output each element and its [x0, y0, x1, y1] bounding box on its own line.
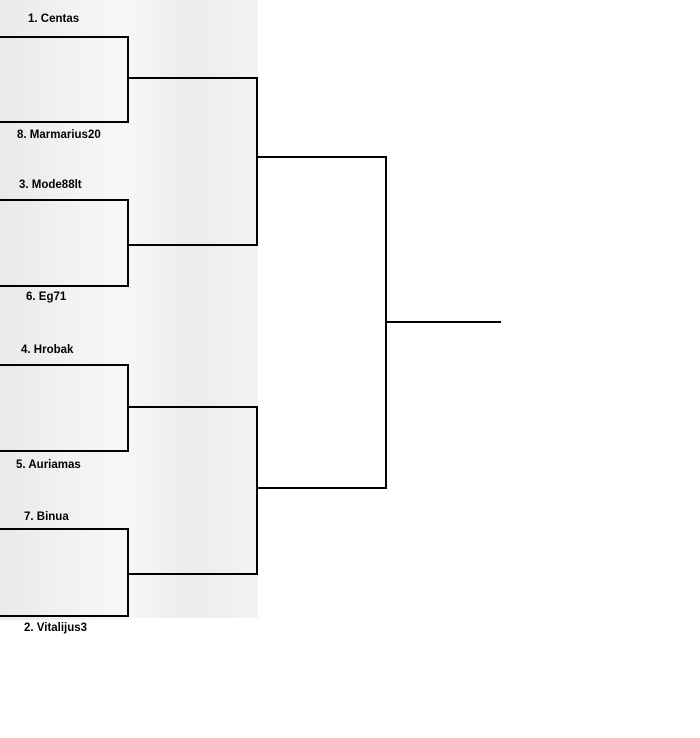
team-label-marmarius20: 8. Marmarius20 — [17, 129, 101, 141]
match-line-7-2 — [0, 528, 129, 617]
team-label-auriamas: 5. Auriamas — [16, 459, 81, 471]
team-label-mode88lt: 3. Mode88lt — [19, 179, 82, 191]
team-label-hrobak: 4. Hrobak — [21, 344, 74, 356]
team-label-eg71: 6. Eg71 — [26, 291, 67, 303]
team-label-binua: 7. Binua — [24, 511, 69, 523]
match-line-4-5 — [0, 364, 129, 452]
semifinal-line-bottom — [128, 406, 258, 575]
semifinal-line-top — [128, 77, 258, 246]
team-label-centas: 1. Centas — [28, 13, 80, 25]
final-line — [257, 156, 387, 489]
match-line-1-8 — [0, 36, 129, 123]
team-label-vitalijus3: 2. Vitalijus3 — [24, 622, 88, 634]
match-line-3-6 — [0, 199, 129, 287]
